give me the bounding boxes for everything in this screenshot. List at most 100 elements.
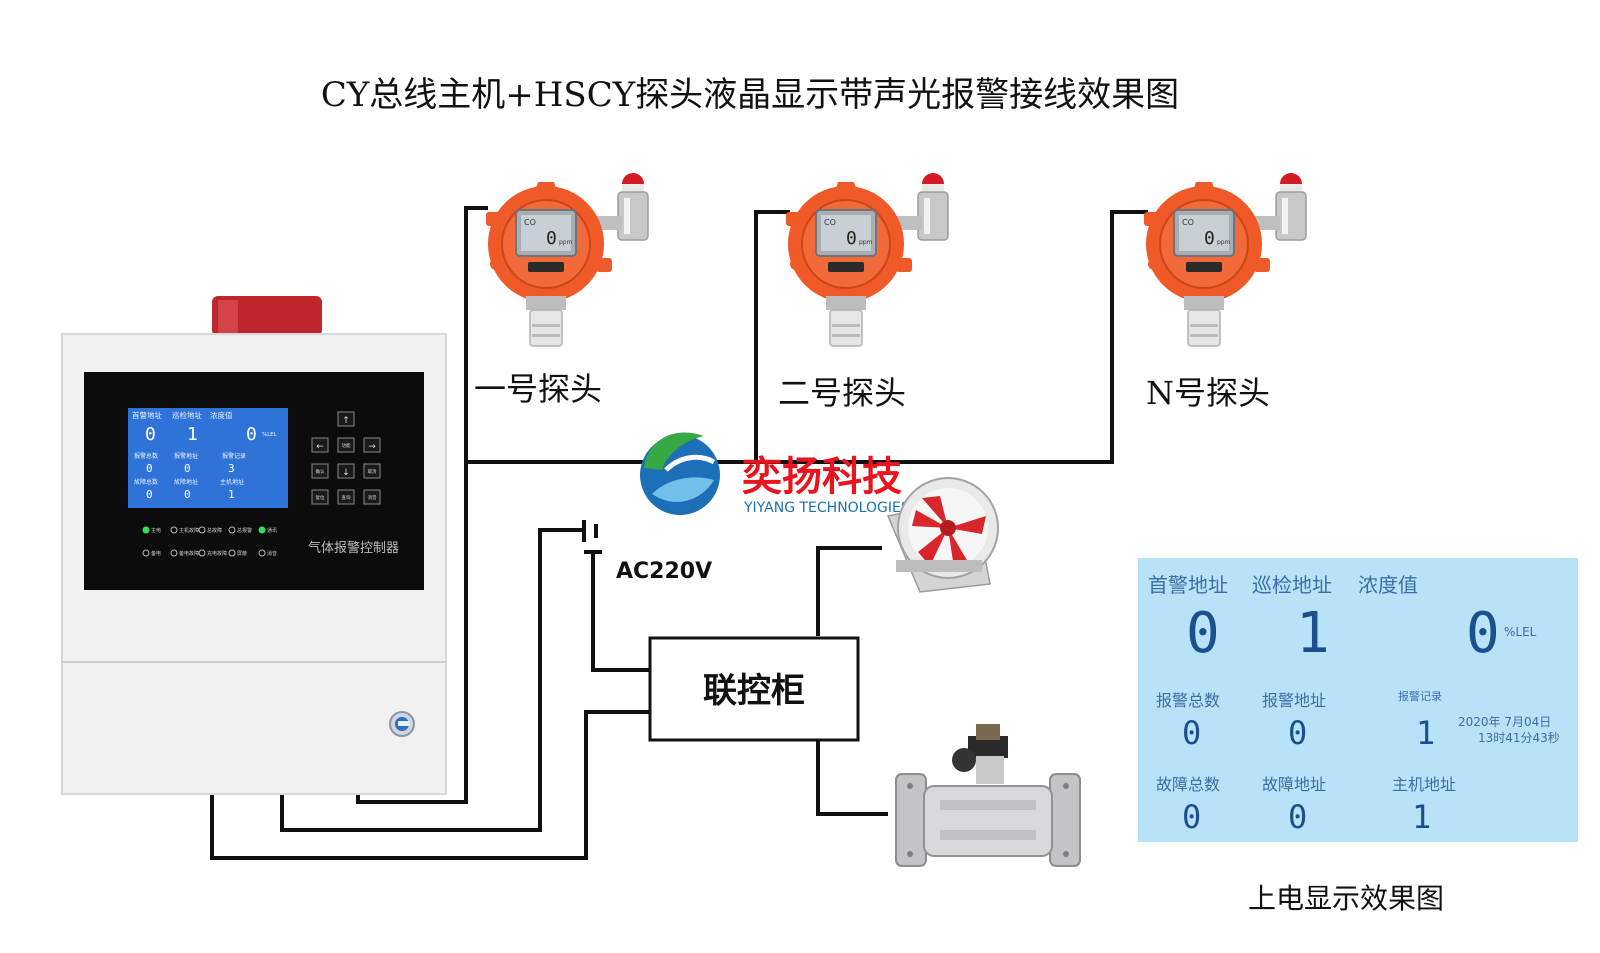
- key-function[interactable]: [337, 437, 355, 453]
- key-right[interactable]: [363, 437, 381, 453]
- led-label-total-fault: 总故障: [207, 527, 222, 534]
- ctrl-lcd-row3-value-2: 0: [184, 488, 191, 501]
- lcd-alarm-total-value: 0: [1182, 714, 1201, 752]
- valve-wire: [816, 740, 888, 816]
- cabinet-label: 联控柜: [703, 671, 805, 711]
- power-on-display: 首警地址 巡检地址 浓度值 0 1 0 %LEL 报警总数 报警地址 故障总数 …: [1138, 558, 1578, 842]
- key-cancel[interactable]: [363, 463, 381, 479]
- bus-wire-detector-n: [756, 210, 1148, 464]
- lcd-fault-total-value: 0: [1182, 798, 1201, 836]
- led-label-backup-power: 备电: [151, 550, 161, 557]
- key-query-label: 查询: [342, 494, 351, 501]
- led-label-main-power: 主电: [151, 527, 161, 534]
- lcd-panel: [1138, 558, 1578, 842]
- key-left[interactable]: [311, 437, 329, 453]
- ctrl-lcd-value-2: 1: [187, 424, 198, 445]
- detector-1-reading: 0: [546, 228, 557, 249]
- detector-2-reading: 0: [846, 228, 857, 249]
- key-query[interactable]: [337, 489, 355, 505]
- solenoid-valve-icon: [895, 724, 1081, 867]
- led-label-silence: 消音: [267, 550, 277, 557]
- bus-wire-detector-2: [466, 210, 790, 464]
- ctrl-lcd-row3-value-3: 1: [228, 488, 235, 501]
- controller-keypad: [311, 411, 381, 505]
- brand-tagline: YIYANG TECHNOLOGIES: [743, 500, 910, 516]
- lcd-alarm-address-value: 0: [1288, 714, 1307, 752]
- power-label: AC220V: [616, 559, 712, 584]
- detector-1-gas: CO: [524, 218, 536, 227]
- controller-beacon: [212, 296, 322, 336]
- ctrl-lcd-value-3: 0: [246, 424, 257, 445]
- key-up-icon: ↑: [342, 416, 350, 426]
- lcd-fault-address-label: 故障地址: [1262, 775, 1326, 794]
- lcd-first-alarm-value: 0: [1186, 601, 1220, 666]
- key-cancel-label: 取消: [368, 468, 377, 475]
- key-reset-label: 复位: [316, 494, 325, 501]
- lcd-header-first-alarm: 首警地址: [1148, 573, 1228, 597]
- detector-n: CO 0 ppm: [1143, 172, 1307, 347]
- detector-2-label: 二号探头: [778, 374, 906, 412]
- controller-name: 气体报警控制器: [308, 540, 399, 556]
- ctrl-lcd-row3-label-3: 主机地址: [220, 478, 244, 486]
- ctrl-lcd-row3-value-1: 0: [146, 488, 153, 501]
- ctrl-lcd-row2-label-3: 报警记录: [222, 452, 246, 460]
- ctrl-lcd-row2-value-3: 3: [228, 462, 235, 475]
- wiring: [210, 206, 1148, 860]
- lock-icon[interactable]: [389, 711, 415, 737]
- detector-2-unit: ppm: [859, 239, 873, 246]
- led-label-backup-fault: 备电故障: [179, 550, 199, 557]
- detector-1-unit: ppm: [559, 239, 573, 246]
- key-confirm-label: 确认: [316, 468, 325, 475]
- led-label-charge-fault: 充电故障: [207, 550, 227, 557]
- detector-2-gas: CO: [824, 218, 836, 227]
- lcd-fault-total-label: 故障总数: [1156, 775, 1220, 794]
- power-terminal: [582, 520, 602, 554]
- lcd-alarm-record-label: 报警记录: [1398, 689, 1442, 703]
- key-confirm[interactable]: [311, 463, 329, 479]
- key-down[interactable]: [337, 463, 355, 479]
- ctrl-lcd-value-1: 0: [145, 424, 156, 445]
- ctrl-lcd-row2-label-2: 报警地址: [174, 452, 198, 460]
- cabinet-wire-1: [280, 528, 584, 832]
- detector-1-label: 一号探头: [474, 370, 602, 408]
- lcd-unit: %LEL: [1504, 625, 1537, 639]
- key-mute-label: 消音: [368, 494, 377, 501]
- key-mute[interactable]: [363, 489, 381, 505]
- exhaust-fan-icon: [886, 477, 999, 593]
- key-right-icon: →: [368, 442, 376, 452]
- lcd-fault-address-value: 0: [1288, 798, 1307, 836]
- lcd-patrol-value: 1: [1296, 601, 1330, 666]
- led-label-total-alarm: 总报警: [237, 527, 252, 534]
- lcd-host-address-value: 1: [1412, 798, 1431, 836]
- lcd-date: 2020年 7月04日: [1458, 715, 1551, 729]
- cabinet-wire-2: [210, 710, 650, 860]
- detector-n-gas: CO: [1182, 218, 1194, 227]
- ctrl-lcd-header-3: 浓度值: [210, 410, 233, 420]
- lcd-header-concentration: 浓度值: [1358, 573, 1418, 597]
- lcd-alarm-address-label: 报警地址: [1262, 691, 1326, 710]
- detector-n-unit: ppm: [1217, 239, 1231, 246]
- detector-1: CO 0 ppm: [485, 172, 649, 347]
- ctrl-lcd-row2-value-1: 0: [146, 462, 153, 475]
- linkage-cabinet: [648, 636, 860, 742]
- lcd-time: 13时41分43秒: [1478, 731, 1560, 745]
- indicator-leds: [142, 526, 266, 557]
- detector-2: CO 0 ppm: [785, 172, 949, 347]
- brand-logo: 奕扬科技 YIYANG TECHNOLOGIES: [640, 432, 910, 516]
- diagram-title: CY总线主机+HSCY探头液晶显示带声光报警接线效果图: [321, 75, 1179, 115]
- ctrl-lcd-header-2: 巡检地址: [172, 410, 202, 420]
- lcd-host-address-label: 主机地址: [1392, 775, 1456, 794]
- controller-lcd: [128, 408, 288, 508]
- brand-name: 奕扬科技: [742, 454, 902, 500]
- lcd-alarm-record-value: 1: [1416, 714, 1435, 752]
- key-up[interactable]: [337, 411, 355, 427]
- detector-n-reading: 0: [1204, 228, 1215, 249]
- bus-wire-detector-1: [464, 206, 488, 780]
- ctrl-lcd-unit: %LEL: [262, 432, 278, 438]
- ctrl-lcd-row3-label-2: 故障地址: [174, 478, 198, 486]
- ctrl-lcd-row2-value-2: 0: [184, 462, 191, 475]
- lcd-alarm-total-label: 报警总数: [1156, 691, 1220, 710]
- key-reset[interactable]: [311, 489, 329, 505]
- led-label-shield: 屏蔽: [237, 550, 247, 557]
